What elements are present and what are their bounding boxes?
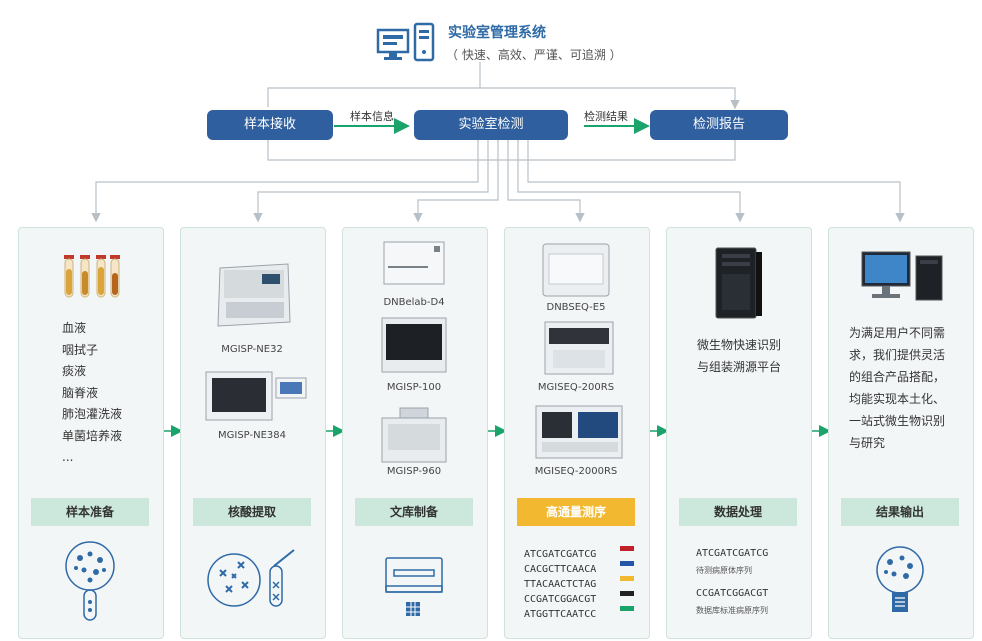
- computer-monitor-icon: [376, 22, 435, 62]
- sample-receipt-box: 样本接收: [207, 110, 333, 140]
- report-icon: [876, 546, 924, 612]
- sample-item: 咽拭子: [62, 342, 99, 357]
- output-line: 均能实现本土化、: [849, 392, 946, 406]
- device-label: MGISEQ-200RS: [537, 382, 615, 393]
- read-row: ATCGATCGATCG: [524, 542, 634, 560]
- dnbseq-e5-device: [542, 243, 610, 297]
- test-result-label: 检测结果: [584, 110, 628, 123]
- sample-item: ...: [62, 450, 74, 464]
- sample-type-list: 血液 咽拭子 痰液 脑脊液 肺泡灌洗液 单菌培养液 ...: [62, 318, 122, 469]
- system-subtitle: （ 快速、高效、严谨、可追溯 ）: [446, 48, 622, 62]
- device-label: MGISEQ-2000RS: [534, 466, 618, 477]
- sample-tubes-icon: [64, 255, 120, 298]
- stage-sample-prep: 样本准备: [31, 498, 149, 526]
- mgiseq-200rs-device: [544, 321, 614, 375]
- test-report-box: 检测报告: [650, 110, 788, 140]
- read-color-bar: [620, 561, 634, 566]
- read-row: TTACAACTCTAG: [524, 572, 634, 590]
- mgisp-100-device: [381, 317, 447, 373]
- microbe-tube-icon: [65, 541, 115, 621]
- pathogen-seq: ATCGATCGATCG: [696, 548, 769, 559]
- mgisp-ne32-device: [217, 263, 291, 327]
- stage-library: 文库制备: [355, 498, 473, 526]
- read-row: ATGGTTCAATCC: [524, 602, 634, 620]
- read-seq: CCGATCGGACGT: [524, 594, 597, 605]
- read-seq: ATCGATCGATCG: [524, 549, 597, 560]
- platform-text: 微生物快速识别 与组装溯源平台: [697, 334, 781, 378]
- server-device: [715, 247, 762, 319]
- read-list: ATCGATCGATCG CACGCTTCAACA TTACAACTCTAG C…: [524, 542, 634, 620]
- output-line: 求，我们提供灵活: [849, 348, 946, 362]
- sample-item: 单菌培养液: [62, 428, 123, 443]
- system-title: 实验室管理系统: [448, 25, 546, 41]
- column-output: [828, 227, 974, 639]
- stage-sequencing: 高通量测序: [517, 498, 635, 526]
- read-seq: CACGCTTCAACA: [524, 564, 597, 575]
- read-row: CCGATCGGACGT: [524, 587, 634, 605]
- output-line: 为满足用户不同需: [849, 326, 946, 340]
- database-seq: CCGATCGGACGT: [696, 588, 769, 599]
- read-color-bar: [620, 606, 634, 611]
- device-label: MGISP-960: [386, 466, 442, 477]
- output-line: 的组合产品搭配，: [849, 370, 946, 384]
- mgiseq-2000rs-device: [535, 405, 623, 459]
- device-label: DNBelab-D4: [383, 297, 445, 308]
- output-description: 为满足用户不同需 求，我们提供灵活 的组合产品搭配， 均能实现本土化、 一站式微…: [849, 322, 945, 454]
- read-color-bar: [620, 546, 634, 551]
- sample-item: 肺泡灌洗液: [62, 407, 123, 421]
- device-label: MGISP-NE384: [218, 430, 286, 441]
- stage-extraction: 核酸提取: [193, 498, 311, 526]
- sample-info-label: 样本信息: [350, 110, 394, 123]
- mgisp-ne384-device: [205, 371, 307, 421]
- output-line: 与研究: [849, 436, 886, 450]
- device-label: MGISP-NE32: [221, 344, 283, 355]
- sample-item: 血液: [62, 321, 87, 335]
- mgisp-960-device: [381, 407, 447, 463]
- platform-line: 微生物快速识别: [697, 338, 782, 352]
- dnbelab-d4-device: [383, 241, 445, 285]
- dna-extraction-icon: [207, 549, 295, 607]
- read-color-bar: [620, 591, 634, 596]
- instrument-icon: [385, 557, 443, 616]
- column-sample-prep: [18, 227, 164, 639]
- read-color-bar: [620, 576, 634, 581]
- stage-processing: 数据处理: [679, 498, 797, 526]
- read-seq: TTACAACTCTAG: [524, 579, 597, 590]
- sample-item: 脑脊液: [62, 385, 99, 400]
- pathogen-seq-label: 待测病原体序列: [696, 566, 752, 575]
- lab-testing-box: 实验室检测: [414, 110, 568, 140]
- sample-item: 痰液: [62, 364, 87, 378]
- device-label: DNBSEQ-E5: [546, 302, 606, 313]
- platform-line: 与组装溯源平台: [697, 360, 782, 374]
- output-line: 一站式微生物识别: [849, 414, 946, 428]
- workstation-device: [861, 251, 943, 301]
- read-row: CACGCTTCAACA: [524, 557, 634, 575]
- database-seq-label: 数据库标准病原序列: [696, 606, 768, 615]
- device-label: MGISP-100: [386, 382, 442, 393]
- read-seq: ATGGTTCAATCC: [524, 609, 597, 620]
- stage-output: 结果输出: [841, 498, 959, 526]
